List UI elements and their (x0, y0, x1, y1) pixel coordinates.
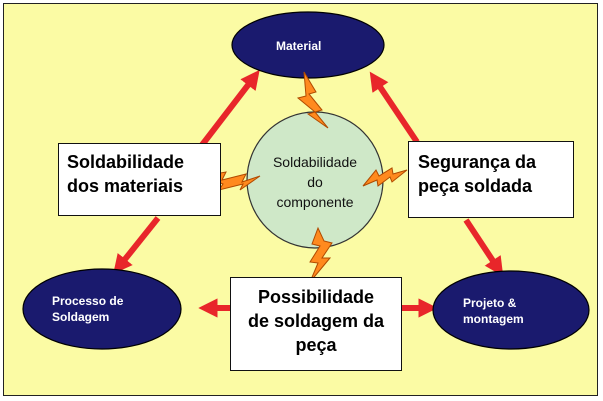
center-line-2: do (307, 174, 323, 190)
processo-line-1: Processo de (52, 294, 124, 308)
box-right-line-2: peça soldada (418, 176, 533, 196)
box-bottom-line-3: peça (295, 335, 337, 355)
center-line-3: componente (276, 194, 354, 210)
arrow-material-right (369, 71, 420, 144)
arrow-right-projeto (463, 218, 504, 277)
box-possibilidade-soldagem: Possibilidade de soldagem da peça (230, 277, 402, 371)
lightning-top (296, 71, 329, 129)
lightning-right (362, 167, 408, 187)
box-left-line-1: Soldabilidade (67, 152, 185, 172)
box-right-line-1: Segurança da (418, 152, 537, 172)
processo-label: Processo de Soldagem (52, 293, 123, 325)
material-label: Material (276, 39, 322, 53)
projeto-label: Projeto & montagem (463, 295, 524, 327)
processo-line-2: Soldagem (52, 310, 110, 324)
projeto-line-1: Projeto & (463, 296, 517, 310)
box-seguranca-peca: Segurança da peça soldada (408, 141, 574, 218)
box-bottom-line-2: de soldagem da (247, 311, 385, 331)
projeto-line-2: montagem (463, 312, 524, 326)
center-label: Soldabilidade do componente (255, 152, 375, 212)
projeto-ellipse (432, 270, 590, 350)
box-left-line-2: dos materiais (67, 176, 184, 196)
box-bottom-line-1: Possibilidade (257, 287, 375, 307)
arrow-material-left (199, 69, 260, 147)
arrow-left-processo (113, 216, 161, 274)
center-line-1: Soldabilidade (272, 154, 358, 170)
processo-ellipse (22, 268, 182, 350)
box-soldabilidade-materiais: Soldabilidade dos materiais (58, 143, 221, 216)
